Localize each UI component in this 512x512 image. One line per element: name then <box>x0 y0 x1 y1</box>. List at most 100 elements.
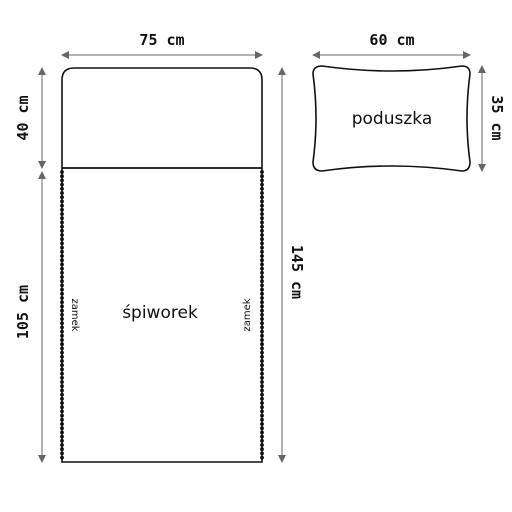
zipper-tooth <box>260 191 264 195</box>
zipper-tooth <box>260 258 264 263</box>
zipper-tooth <box>260 380 264 384</box>
sleeping-bag-outline <box>61 67 263 463</box>
zipper-tooth <box>60 422 64 426</box>
zipper-tooth <box>60 291 64 296</box>
zipper-tooth <box>60 359 64 363</box>
zipper-tooth <box>60 384 64 389</box>
zipper-tooth <box>60 207 64 212</box>
zipper-tooth <box>260 434 264 439</box>
zipper-tooth <box>60 245 64 250</box>
zipper-tooth <box>60 182 64 187</box>
zipper-tooth <box>260 443 264 447</box>
zipper-tooth <box>260 228 264 233</box>
zipper-tooth <box>260 224 264 229</box>
zipper-tooth <box>260 388 264 393</box>
zipper-tooth <box>260 447 264 452</box>
zipper-tooth <box>60 350 64 355</box>
total-height-label: 145 cm <box>288 245 306 299</box>
zipper-tooth <box>260 422 264 426</box>
zipper-tooth <box>260 245 264 250</box>
zipper-tooth <box>260 438 264 443</box>
zipper-tooth <box>260 249 264 254</box>
zipper-tooth <box>260 417 264 422</box>
zipper-tooth <box>60 380 64 384</box>
zipper-tooth <box>60 262 64 267</box>
zipper-tooth <box>260 287 264 292</box>
zipper-tooth <box>260 283 264 288</box>
zipper-tooth <box>260 430 264 435</box>
zipper-tooth <box>60 266 64 271</box>
zipper-tooth <box>260 262 264 267</box>
zipper-tooth <box>260 266 264 271</box>
zipper-tooth <box>260 186 264 191</box>
zipper-tooth <box>60 296 64 300</box>
zipper-tooth <box>60 392 64 397</box>
zipper-tooth <box>60 317 64 321</box>
zipper-tooth <box>260 384 264 389</box>
zipper-tooth <box>60 224 64 229</box>
zipper-tooth <box>60 195 64 200</box>
zipper-tooth <box>260 275 264 279</box>
zipper-tooth <box>260 270 264 275</box>
zipper-tooth <box>60 447 64 452</box>
zipper-tooth <box>60 409 64 414</box>
zipper-tooth <box>60 228 64 233</box>
pillow-width-label: 60 cm <box>369 31 414 49</box>
zipper-tooth <box>60 438 64 443</box>
bottom-height-label: 105 cm <box>14 285 32 339</box>
zipper-tooth <box>260 354 264 359</box>
sleeping-bag-label: śpiworek <box>122 303 198 323</box>
zipper-tooth <box>60 434 64 439</box>
zipper-tooth <box>60 304 64 309</box>
zipper-tooth <box>260 291 264 296</box>
zipper-tooth <box>60 417 64 422</box>
zipper-tooth <box>60 233 64 237</box>
zipper-tooth <box>60 178 64 183</box>
pillow-outline <box>312 65 471 172</box>
zipper-tooth <box>260 216 264 221</box>
zipper-tooth <box>60 220 64 225</box>
zipper-tooth <box>260 321 264 326</box>
zipper-tooth <box>60 270 64 275</box>
zipper-tooth <box>60 401 64 405</box>
zipper-tooth <box>60 254 64 258</box>
zipper-tooth <box>260 359 264 363</box>
zipper-tooth <box>60 275 64 279</box>
zipper-tooth <box>60 241 64 246</box>
zipper-tooth <box>260 396 264 401</box>
zipper-tooth <box>260 304 264 309</box>
zipper-tooth <box>260 363 264 368</box>
zipper-tooth <box>260 426 264 431</box>
zipper-tooth <box>260 178 264 183</box>
zipper-tooth <box>260 241 264 246</box>
zipper-tooth <box>60 212 64 216</box>
zipper-tooth <box>60 287 64 292</box>
zipper-tooth <box>60 203 64 208</box>
zipper-tooth <box>60 413 64 418</box>
zipper-tooth <box>60 426 64 431</box>
zipper-tooth <box>260 237 264 242</box>
zipper-tooth <box>60 333 64 338</box>
zipper-tooth <box>260 296 264 300</box>
zipper-tooth <box>260 220 264 225</box>
zipper-tooth <box>60 367 64 372</box>
zipper-tooth <box>60 363 64 368</box>
zipper-tooth <box>260 329 264 334</box>
zipper-tooth <box>260 170 264 174</box>
zipper-tooth <box>260 212 264 216</box>
zipper-tooth <box>60 174 64 179</box>
zipper-tooth <box>260 195 264 200</box>
zipper-tooth <box>260 174 264 179</box>
zipper-tooth <box>260 413 264 418</box>
zipper-tooth <box>260 409 264 414</box>
zipper-tooth <box>60 371 64 376</box>
top-height-label: 40 cm <box>14 95 32 140</box>
zipper-tooth <box>60 308 64 313</box>
zipper-right <box>260 170 264 460</box>
zipper-tooth <box>260 333 264 338</box>
zipper-left <box>60 170 64 460</box>
zipper-tooth <box>60 396 64 401</box>
zipper-tooth <box>60 283 64 288</box>
zipper-tooth <box>260 300 264 305</box>
zipper-tooth <box>260 199 264 204</box>
